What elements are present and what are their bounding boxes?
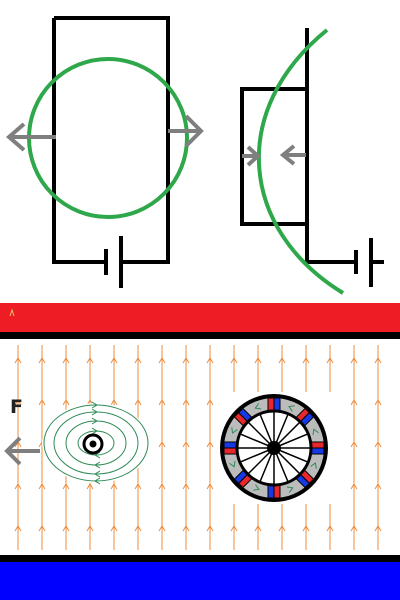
rotor-arrow	[254, 403, 262, 410]
force-arrow-inward-left	[242, 145, 261, 167]
field-arc	[256, 28, 345, 295]
field-line	[14, 345, 22, 550]
field-line	[38, 345, 46, 550]
rotor-wheel	[220, 394, 328, 502]
field-line	[374, 345, 382, 550]
field-line	[350, 345, 358, 550]
wire-field-loop	[65, 420, 127, 466]
wire-field-loop	[77, 430, 115, 456]
left-circuit	[5, 16, 204, 288]
rotor-magnet	[223, 441, 238, 455]
field-line	[158, 345, 166, 550]
rotor-magnet	[267, 484, 281, 499]
right-circuit	[240, 28, 384, 295]
battery-symbol	[104, 236, 123, 288]
rotor-arrow	[229, 460, 236, 468]
rotor-magnet	[267, 397, 281, 412]
force-arrow-inward-right	[279, 144, 306, 166]
left-circuit-wire	[52, 16, 170, 264]
rotor-magnet	[233, 469, 253, 489]
small-mark	[9, 308, 15, 317]
field-line	[206, 345, 214, 550]
current-out-symbol	[82, 433, 104, 455]
wire-field-loop	[43, 404, 149, 482]
rotor-arrow	[288, 405, 295, 412]
force-arrow-right	[168, 114, 204, 148]
rotor-magnets	[223, 397, 325, 499]
wire-field-loop	[53, 411, 139, 475]
force-arrow-f	[4, 436, 40, 466]
field-line	[278, 345, 286, 550]
rotor-arrow	[253, 484, 260, 491]
force-arrow-left	[5, 122, 56, 152]
bottom-plate-blue	[0, 562, 400, 600]
current-wire-group	[42, 401, 150, 485]
field-line	[254, 345, 262, 550]
rotor-magnet	[295, 469, 315, 489]
bottom-plate-edge	[0, 555, 400, 563]
rotor-arrow	[312, 428, 319, 436]
top-plate-red	[0, 303, 400, 333]
field-line	[182, 345, 190, 550]
rotor-arrow	[286, 486, 294, 493]
rotor-magnet	[310, 441, 325, 455]
force-label: F	[10, 396, 23, 418]
field-line	[326, 345, 334, 550]
battery-symbol-right	[354, 238, 384, 287]
rotor-hub	[267, 441, 281, 455]
field-line	[302, 345, 310, 550]
rotor-arrow	[231, 427, 238, 434]
rotor-arrow	[310, 462, 317, 469]
field-line	[230, 345, 238, 550]
top-plate-edge	[0, 332, 400, 339]
rotor-arrows	[229, 403, 319, 493]
